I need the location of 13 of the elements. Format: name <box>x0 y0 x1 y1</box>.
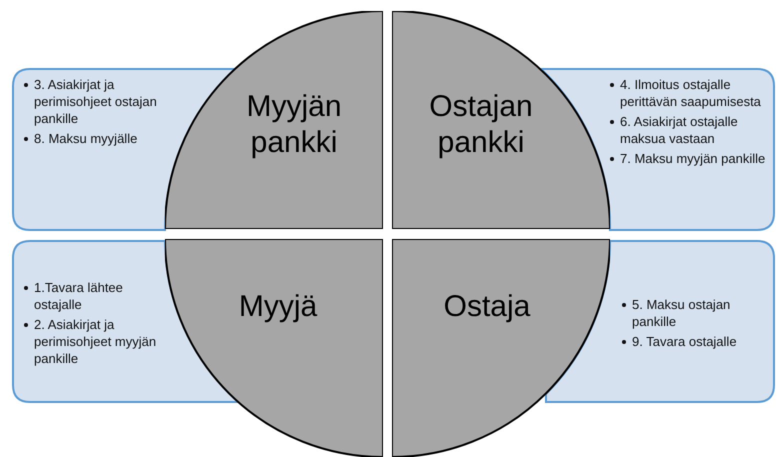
list-item: 8. Maksu myyjälle <box>34 130 138 147</box>
quadrant-title: Ostaja <box>442 289 532 325</box>
quadrant-title: Myyjän pankki <box>245 89 343 161</box>
list-item: 9. Tavara ostajalle <box>632 332 737 350</box>
list-item: 5. Maksu ostajan pankille <box>632 296 732 330</box>
list-item: 7. Maksu myyjän pankille <box>620 150 766 167</box>
quadrant-title: Myyjä <box>238 289 318 325</box>
list-item: 1.Tavara lähtee ostajalle <box>34 278 124 312</box>
list-item: 3. Asiakirjat ja perimisohjeet ostajan pankille <box>34 76 158 127</box>
quadrant-title: Ostajan pankki <box>428 89 534 161</box>
list-item: 6. Asiakirjat ostajalle maksua vastaan <box>620 113 739 147</box>
list-item: 2. Asiakirjat ja perimisohjeet myyjän pankille <box>34 316 157 366</box>
list-item: 4. Ilmoitus ostajalle perittävän saapumisesta <box>620 76 762 110</box>
